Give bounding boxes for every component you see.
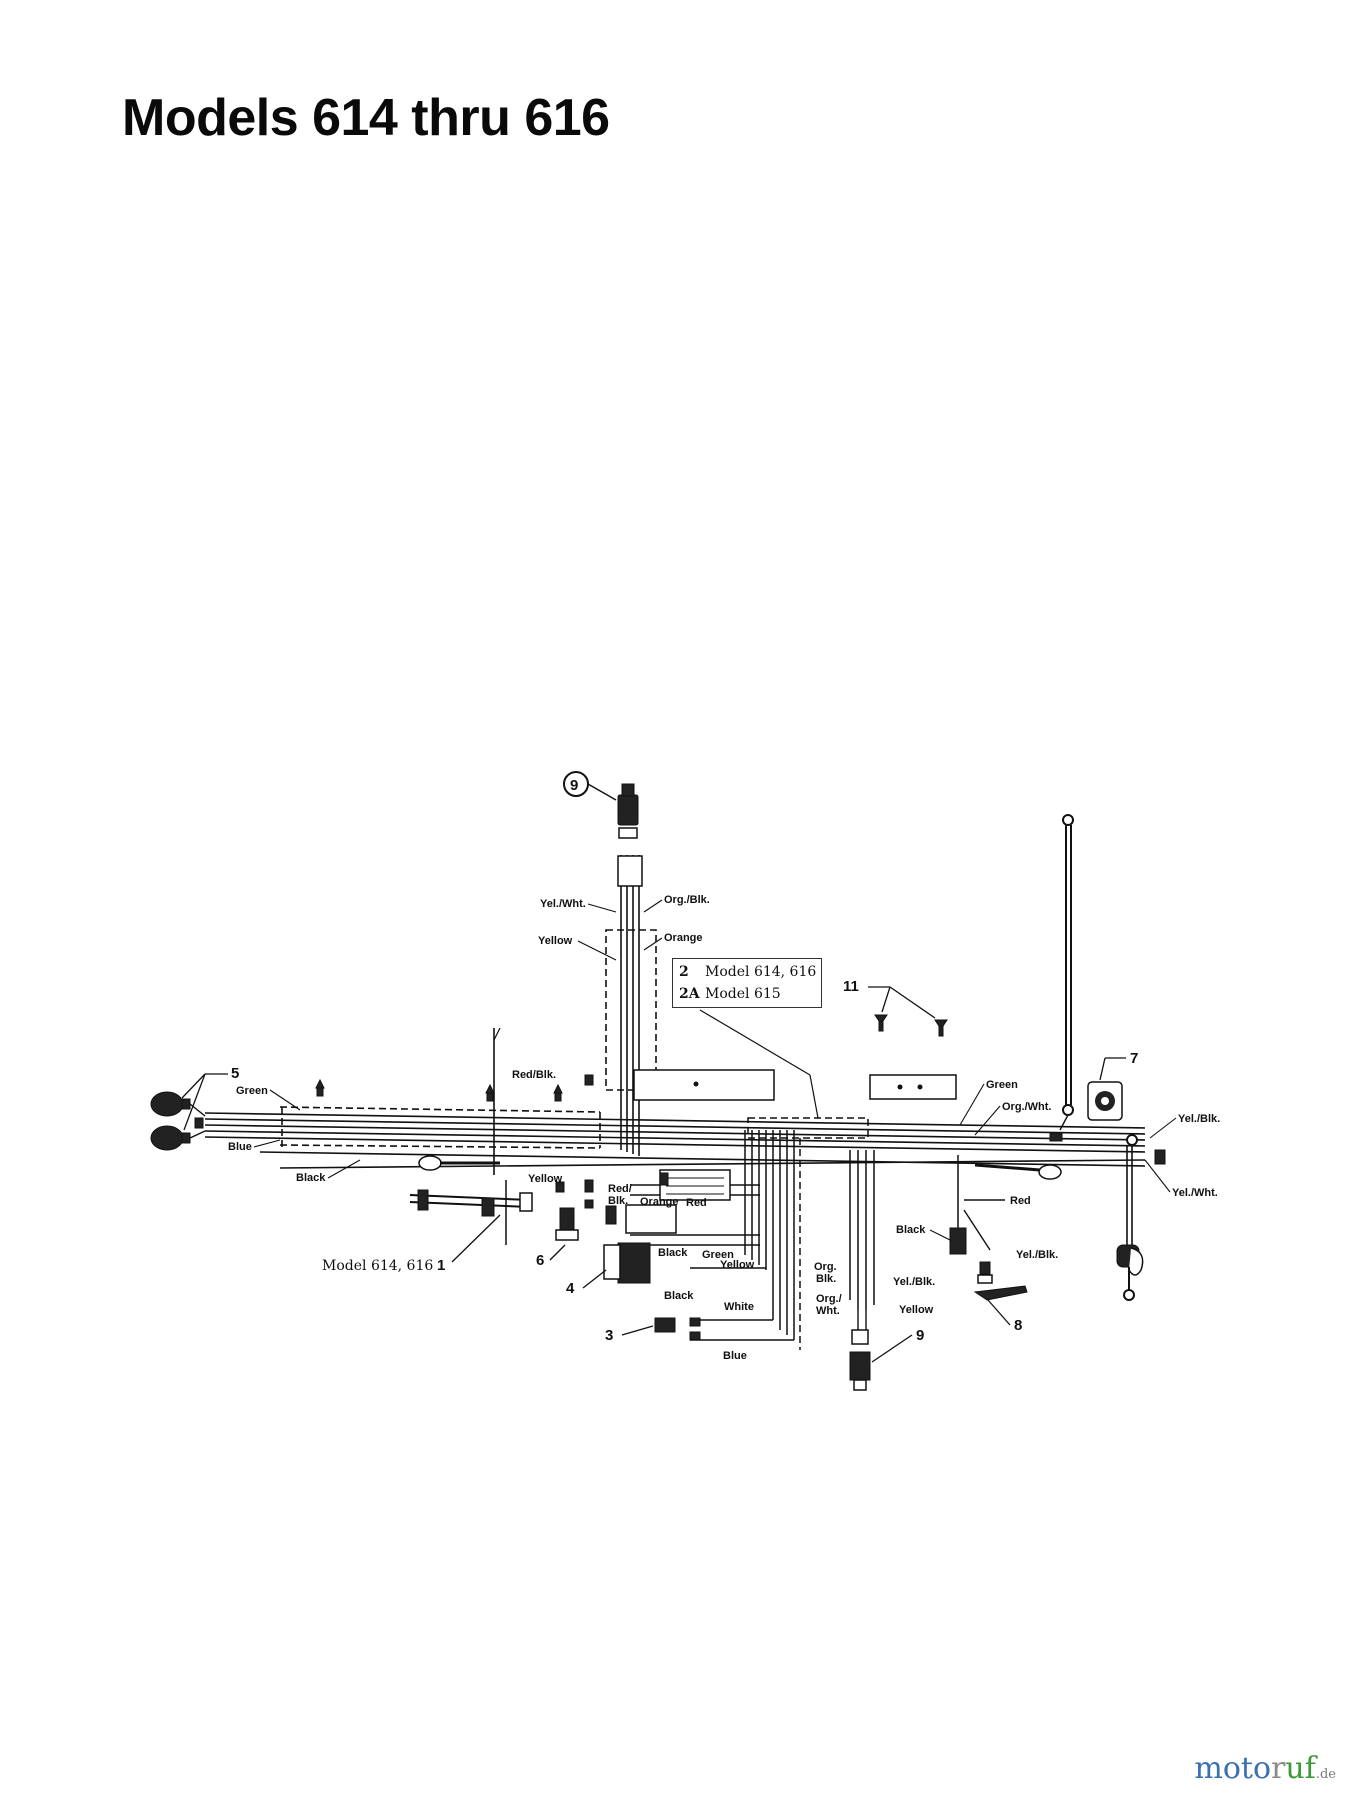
label-green-left: Green — [236, 1085, 268, 1097]
label-red-mid-1: Red/ — [608, 1183, 632, 1195]
legend-row: 2 Model 614, 616 — [679, 961, 817, 983]
watermark-part: uf — [1285, 1751, 1316, 1786]
bottom-switch-9: 9 — [849, 1310, 924, 1391]
main-harness — [204, 1106, 1146, 1169]
label-yel-wht-top: Yel./Wht. — [540, 898, 586, 910]
watermark-logo: motoruf.de — [1194, 1751, 1336, 1786]
switch-6: 6 — [536, 1181, 579, 1269]
label-blk-low: Blk. — [816, 1273, 836, 1285]
solenoid-4: 4 — [566, 1242, 651, 1297]
label-org-blk-top: Org./Blk. — [664, 894, 710, 906]
label-org-slash-low: Org./ — [816, 1293, 842, 1305]
callout-1: 1 — [437, 1257, 445, 1274]
relay-right — [949, 1155, 1005, 1284]
label-yel-wht-right: Yel./Wht. — [1172, 1187, 1218, 1199]
label-green-right: Green — [986, 1079, 1018, 1091]
watermark-part: r — [1271, 1751, 1286, 1786]
upper-bundle — [605, 855, 657, 1156]
label-red-mid: Red — [686, 1197, 707, 1209]
label-blue-left: Blue — [228, 1141, 252, 1153]
ground-terminal — [418, 1155, 1062, 1180]
pushpins-11: 11 — [843, 978, 948, 1037]
label-black-low: Black — [664, 1290, 694, 1302]
part-8: 8 — [973, 1285, 1028, 1334]
label-red-right: Red — [1010, 1195, 1031, 1207]
ignition-switch-7: 7 — [1087, 1050, 1138, 1121]
watermark-part: .de — [1315, 1767, 1336, 1782]
label-wht-low: Wht. — [816, 1305, 840, 1317]
switch-3: 3 — [605, 1317, 701, 1344]
page-title: Models 614 thru 616 — [122, 89, 610, 147]
legend-text: Model 614, 616 — [705, 964, 817, 980]
label-black-right: Black — [896, 1224, 926, 1236]
callout-9-top: 9 — [570, 777, 578, 794]
label-org-wht-right: Org./Wht. — [1002, 1101, 1052, 1113]
top-switch-9: 9 — [563, 771, 639, 839]
right-connectors — [1049, 1132, 1166, 1301]
label-green-mid: Green — [702, 1249, 734, 1261]
label-black-left: Black — [296, 1172, 326, 1184]
label-leaders — [253, 899, 1177, 1241]
label-orange-top: Orange — [664, 932, 703, 944]
label-yellow-top: Yellow — [538, 935, 573, 947]
callout-3: 3 — [605, 1327, 613, 1344]
model-legend: 2 Model 614, 616 2A Model 615 — [672, 958, 822, 1008]
callout-4: 4 — [566, 1280, 575, 1297]
small-connectors — [315, 1027, 594, 1209]
callout-6: 6 — [536, 1252, 544, 1269]
watermark-part: moto — [1194, 1751, 1272, 1786]
label-orange-mid: Orange — [640, 1196, 679, 1208]
label-blk-mid: Blk. — [608, 1195, 628, 1207]
relay-block — [605, 1169, 731, 1234]
callout-11: 11 — [843, 978, 859, 995]
label-yel-blk-right2: Yel./Blk. — [1016, 1249, 1058, 1261]
label-yel-blk-right: Yel./Blk. — [1178, 1113, 1220, 1125]
legend-row: 2A Model 615 — [679, 983, 815, 1005]
legend-text: Model 615 — [705, 986, 781, 1002]
callout-7: 7 — [1130, 1050, 1138, 1067]
lower-bundle — [630, 1117, 875, 1350]
label-white-low: White — [724, 1301, 754, 1313]
label-yel-blk-low: Yel./Blk. — [893, 1276, 935, 1288]
callout-9-bottom: 9 — [916, 1327, 924, 1344]
headlights-5: 5 — [150, 1065, 239, 1151]
legend-ref: 2A — [679, 986, 700, 1002]
label-yellow-low: Yellow — [899, 1304, 934, 1316]
callout-1-prefix: Model 614, 616 — [322, 1258, 433, 1274]
brackets — [633, 1069, 957, 1101]
label-org-low: Org. — [814, 1261, 837, 1273]
label-red-blk: Red/Blk. — [512, 1069, 556, 1081]
callout-8: 8 — [1014, 1317, 1022, 1334]
fuse-holder-1: Model 614, 616 1 — [322, 1180, 533, 1274]
callout-5: 5 — [231, 1065, 239, 1082]
battery-cable — [1059, 814, 1074, 1131]
label-black-mid: Black — [658, 1247, 688, 1259]
label-yellow-mid2: Yellow — [720, 1259, 755, 1271]
label-blue-low: Blue — [723, 1350, 747, 1362]
label-yellow-mid: Yellow — [528, 1173, 563, 1185]
legend-ref: 2 — [679, 964, 689, 980]
wire-labels: Yel./Wht. Org./Blk. Yellow Orange Green … — [228, 894, 1220, 1362]
